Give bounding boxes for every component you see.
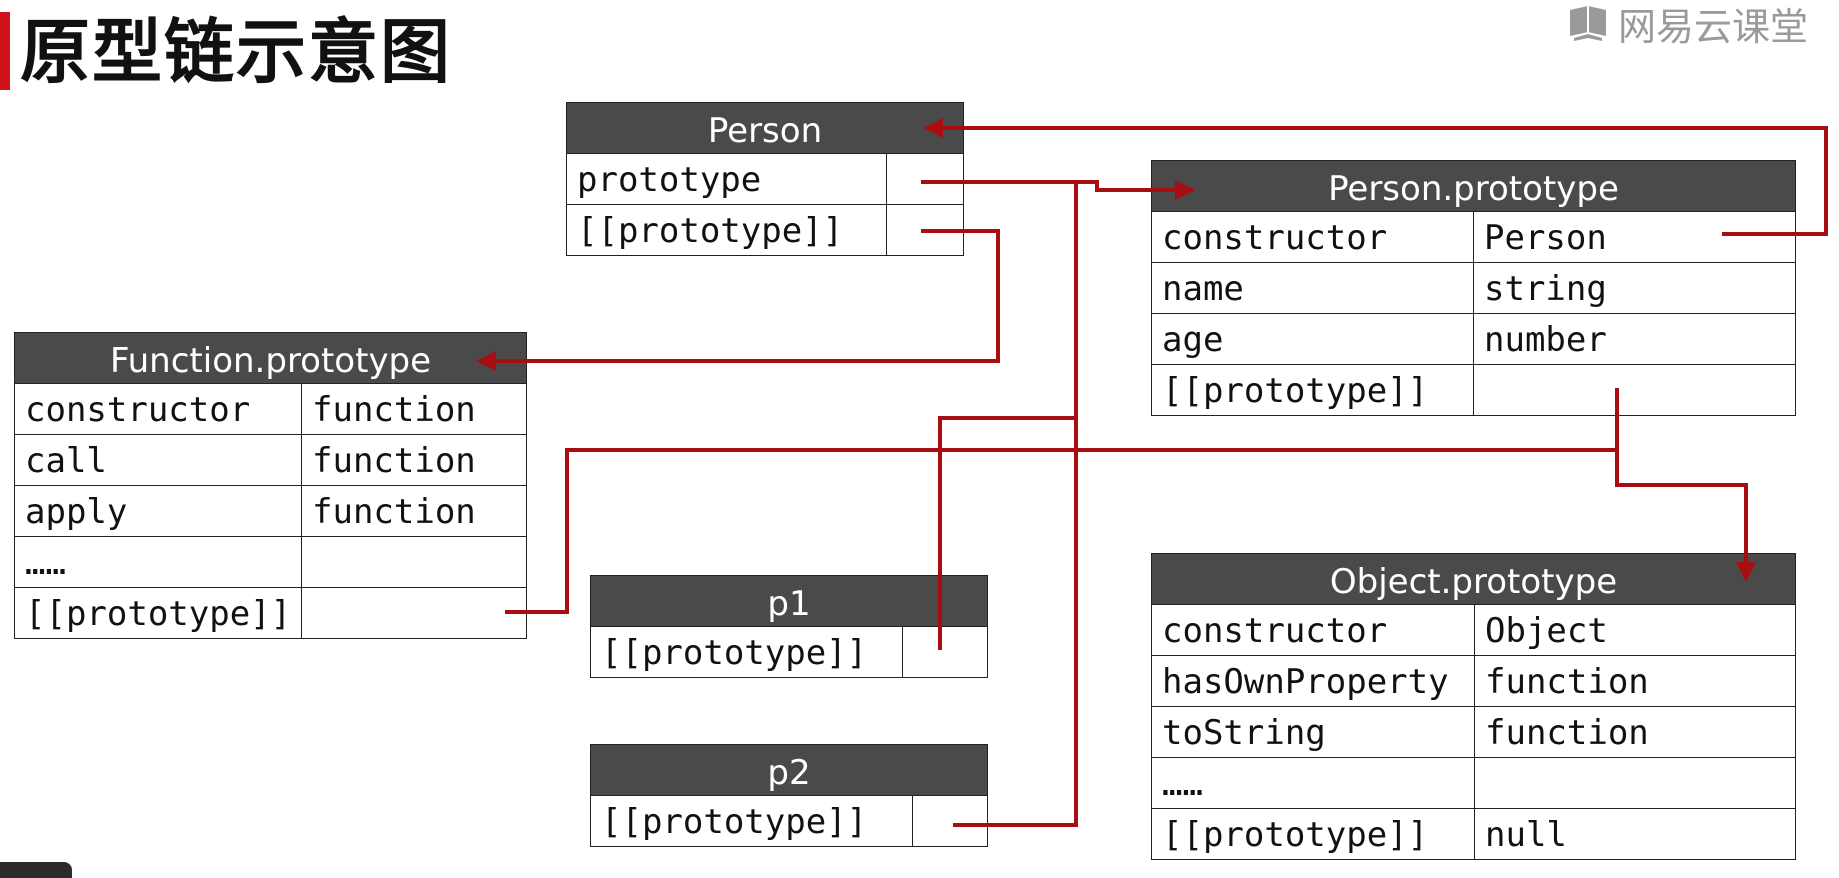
row-value	[1475, 758, 1795, 808]
logo-text: 网易云课堂	[1618, 4, 1809, 49]
row-key: [[prototype]]	[1152, 809, 1475, 859]
p2-header: p2	[591, 745, 987, 795]
table-row: age number	[1152, 313, 1795, 364]
row-key: ……	[15, 537, 302, 587]
person-prototype-box: Person.prototype constructor Person name…	[1151, 160, 1796, 416]
table-row: ……	[1152, 757, 1795, 808]
row-key: apply	[15, 486, 302, 536]
p1-header: p1	[591, 576, 987, 626]
row-key: constructor	[1152, 212, 1474, 262]
row-value	[302, 588, 526, 638]
table-row: ……	[15, 536, 526, 587]
row-value: function	[312, 441, 476, 481]
book-logo-icon	[1568, 4, 1608, 42]
row-key: constructor	[15, 384, 302, 434]
row-value	[903, 627, 987, 677]
row-key: [[prototype]]	[591, 627, 903, 677]
row-value: function	[1485, 713, 1649, 753]
person-prototype-header: Person.prototype	[1152, 161, 1795, 211]
table-row: apply function	[15, 485, 526, 536]
table-row: [[prototype]]	[15, 587, 526, 638]
row-value: Person	[1484, 218, 1607, 258]
corner-tab	[0, 862, 72, 878]
p2-box: p2 [[prototype]]	[590, 744, 988, 847]
arrow-person-prototype-to-object	[1615, 388, 1756, 582]
table-row: prototype	[567, 153, 963, 204]
row-value: function	[312, 390, 476, 430]
row-key: ……	[1152, 758, 1475, 808]
row-value: function	[1485, 662, 1649, 702]
person-box: Person prototype [[prototype]]	[566, 102, 964, 256]
page-title: 原型链示意图	[20, 11, 452, 93]
row-value	[302, 537, 526, 587]
table-row: name string	[1152, 262, 1795, 313]
row-key: age	[1152, 314, 1474, 364]
row-key: name	[1152, 263, 1474, 313]
brand-logo: 网易云课堂	[1568, 2, 1808, 49]
row-value	[913, 796, 987, 846]
row-key: hasOwnProperty	[1152, 656, 1475, 706]
arrow-p2-to-person-prototype	[953, 182, 1078, 827]
row-value	[887, 154, 963, 204]
table-row: [[prototype]]	[1152, 364, 1795, 415]
row-key: toString	[1152, 707, 1475, 757]
object-prototype-box: Object.prototype constructor Object hasO…	[1151, 553, 1796, 860]
object-prototype-header: Object.prototype	[1152, 554, 1795, 604]
row-key: call	[15, 435, 302, 485]
row-key: [[prototype]]	[15, 588, 302, 638]
table-row: constructor Person	[1152, 211, 1795, 262]
table-row: [[prototype]]	[591, 626, 987, 677]
row-key: constructor	[1152, 605, 1475, 655]
title-accent-bar	[0, 12, 10, 90]
table-row: [[prototype]]	[591, 795, 987, 846]
row-value: function	[312, 492, 476, 532]
table-row: constructor function	[15, 383, 526, 434]
row-value	[887, 205, 963, 255]
table-row: [[prototype]] null	[1152, 808, 1795, 859]
table-row: [[prototype]]	[567, 204, 963, 255]
p1-box: p1 [[prototype]]	[590, 575, 988, 678]
function-prototype-header: Function.prototype	[15, 333, 526, 383]
function-prototype-box: Function.prototype constructor function …	[14, 332, 527, 639]
person-header: Person	[567, 103, 963, 153]
table-row: hasOwnProperty function	[1152, 655, 1795, 706]
row-key: prototype	[567, 154, 887, 204]
table-row: toString function	[1152, 706, 1795, 757]
table-row: constructor Object	[1152, 604, 1795, 655]
row-value	[1474, 365, 1795, 415]
row-key: [[prototype]]	[591, 796, 913, 846]
row-value: number	[1484, 320, 1607, 360]
row-key: [[prototype]]	[1152, 365, 1474, 415]
row-key: [[prototype]]	[567, 205, 887, 255]
table-row: call function	[15, 434, 526, 485]
row-value: null	[1485, 815, 1567, 855]
row-value: Object	[1485, 611, 1608, 651]
row-value: string	[1484, 269, 1607, 309]
